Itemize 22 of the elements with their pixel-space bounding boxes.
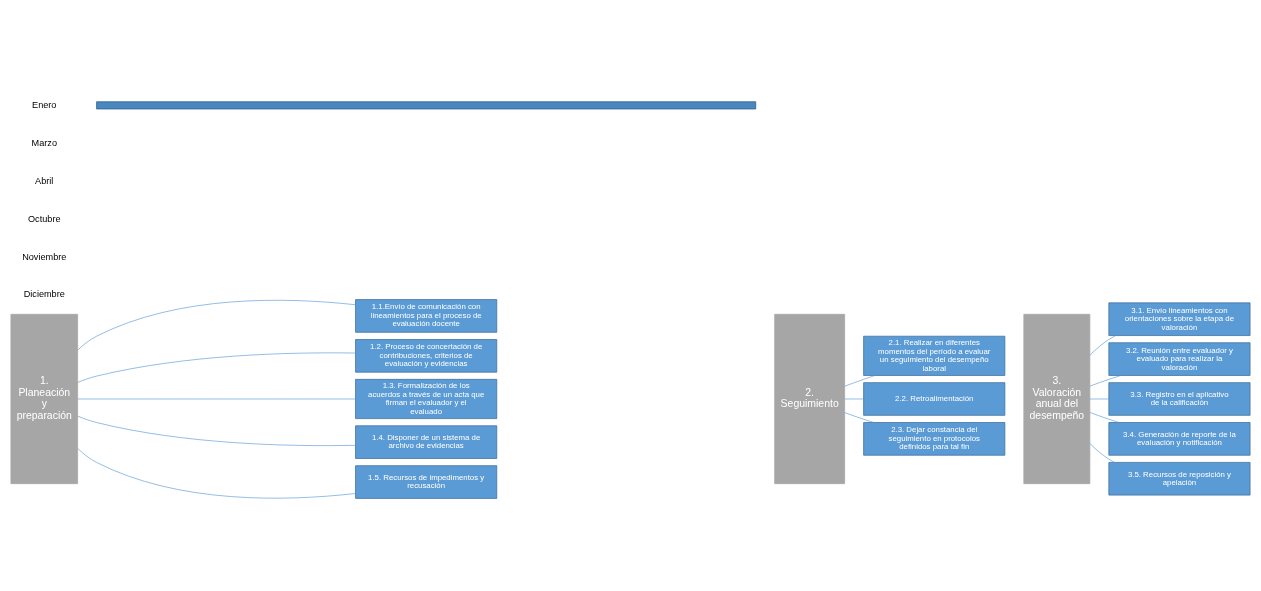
connector [77,299,356,350]
connector [1089,411,1120,423]
label: Octubre [28,213,61,224]
connector [77,398,356,399]
connector [1089,442,1115,463]
node-box: 1. Planeación y preparación [10,313,78,484]
connector [1089,334,1116,356]
label: Marzo [31,137,57,148]
label: Diciembre [23,288,65,299]
connector [844,411,875,423]
connector [77,352,356,383]
label: Enero [32,99,57,110]
connector [844,398,864,399]
connector [844,374,876,386]
node-box: 3. Valoración anual del desempeño [1023,313,1091,484]
node-box: 2. Seguimiento [774,313,846,484]
connector [77,447,356,499]
label: Noviembre [22,251,67,262]
connector [77,415,356,446]
label: Abril [35,175,54,186]
connector [1089,398,1110,399]
connector [1089,374,1122,386]
